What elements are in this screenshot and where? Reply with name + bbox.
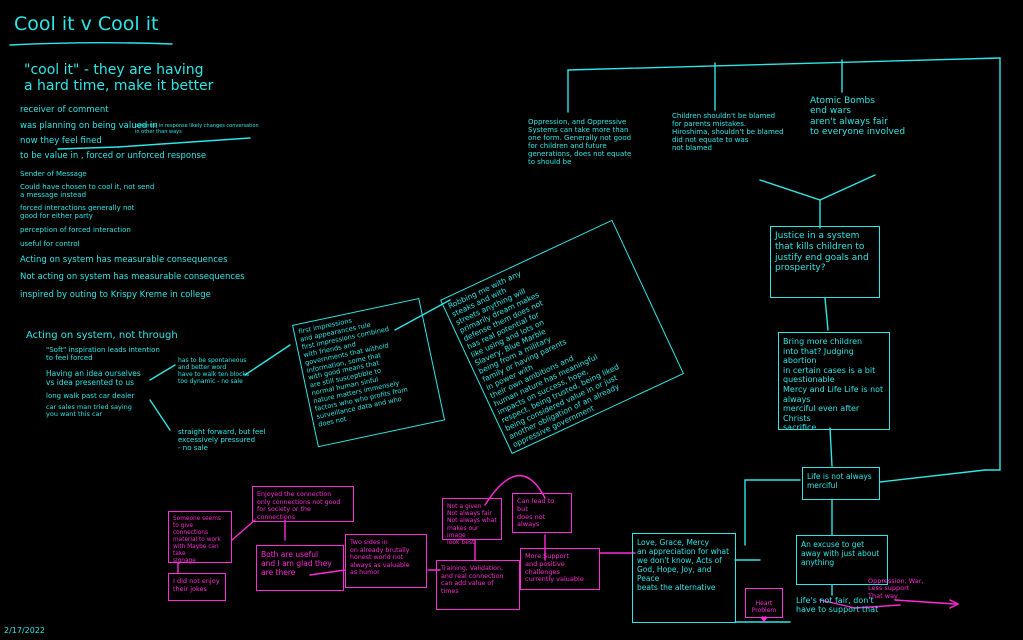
note-control: useful for control <box>20 240 80 248</box>
branch-pressured: straight forward, but feel excessively p… <box>178 428 266 453</box>
acting-heading: Acting on system, not through <box>26 330 178 341</box>
atomic-bombs-note: Atomic Bombs end wars aren't always fair… <box>810 96 906 138</box>
date-label: 2/17/2022 <box>4 626 46 635</box>
life-not-merciful-box: Life is not always merciful <box>802 467 880 500</box>
someone-box: Someone seems to give connections materi… <box>168 511 232 564</box>
note-sender: Sender of Message <box>20 170 87 178</box>
acting-walk: long walk past car dealer <box>46 392 135 400</box>
both-useful-box: Both are useful and I am glad they are t… <box>256 545 344 591</box>
enjoyed-box: Enjoyed the connection only connections … <box>252 486 354 522</box>
note-planning: was planning on being valued in <box>20 121 158 131</box>
justice-box: Justice in a system that kills children … <box>770 226 880 298</box>
heart-icon: ♥ <box>760 614 768 624</box>
not-a-given-box: Not a given Not always fair Not always w… <box>442 498 502 546</box>
page-title: Cool it v Cool it <box>14 13 159 35</box>
heart-problem-box: Heart Problem ♥ <box>745 588 783 624</box>
note-potential: potential in response likely changes con… <box>135 123 259 135</box>
acting-soft: "Soft" inspiration leads intention to fe… <box>46 346 160 363</box>
more-children-box: Bring more children into that? Judging a… <box>778 332 890 432</box>
can-lead-box: Can lead to but does not always <box>512 493 572 533</box>
excuse-box: An excuse to get away with just about an… <box>796 535 888 585</box>
acting-idea: Having an idea ourselves vs idea present… <box>46 369 141 387</box>
cool-it-heading: "cool it" - they are having a hard time,… <box>24 62 214 95</box>
life-not-fair-note: Life's not fair, don't have to support t… <box>796 596 879 615</box>
training-box: Training, Validation, and real connectio… <box>436 560 520 610</box>
did-not-enjoy-box: I did not enjoy their jokes <box>168 573 226 601</box>
note-could-have: Could have chosen to cool it, not send a… <box>20 183 155 200</box>
more-support-box: More Support and positive challenges cur… <box>520 548 600 590</box>
heart-problem-label: Heart Problem <box>751 600 777 615</box>
note-feel-fined: now they feel fined <box>20 136 102 146</box>
note-inspired: inspired by outing to Krispy Kreme in co… <box>20 290 211 300</box>
two-sides-box: Two sides in on already brutally honest … <box>345 534 427 588</box>
note-value-in: to be value in , forced or unforced resp… <box>20 151 207 161</box>
oppression-note: Oppression, and Oppressive Systems can t… <box>528 118 632 167</box>
children-note: Children shouldn't be blamed for parents… <box>672 112 784 153</box>
note-receiver: receiver of comment <box>20 105 109 115</box>
oppression-war-note: Oppression, War, Less support That way <box>868 577 924 600</box>
note-not-acting: Not acting on system has measurable cons… <box>20 272 245 282</box>
love-grace-box: Love, Grace, Mercy an appreciation for w… <box>632 533 736 623</box>
note-forced-interactions: forced interactions generally not good f… <box>20 204 135 221</box>
first-impressions-box: first impressions and appearances rule f… <box>292 297 446 448</box>
note-perception: perception of forced interaction <box>20 226 131 234</box>
branch-spontaneous: has to be spontaneous and better word ha… <box>178 357 249 385</box>
note-acting: Acting on system has measurable conseque… <box>20 255 228 265</box>
acting-salesman: car sales man tried saying you want this… <box>46 403 132 419</box>
